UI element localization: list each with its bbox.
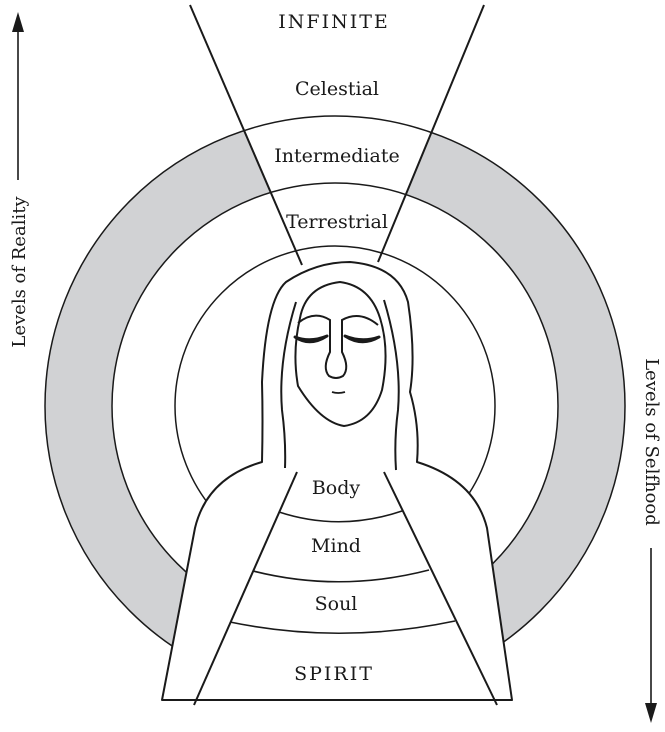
down-arrow-icon bbox=[645, 703, 657, 723]
terrestrial-label: Terrestrial bbox=[286, 211, 388, 233]
celestial-label: Celestial bbox=[295, 78, 379, 100]
spirit-label: SPIRIT bbox=[294, 663, 374, 685]
mouth bbox=[332, 392, 345, 393]
reality-axis: Levels of Reality bbox=[9, 12, 30, 348]
intermediate-label: Intermediate bbox=[274, 145, 399, 167]
reality-axis-label: Levels of Reality bbox=[9, 196, 30, 348]
mind-label: Mind bbox=[311, 535, 361, 557]
infinite-label: INFINITE bbox=[278, 11, 390, 33]
selfhood-axis: Levels of Selfhood bbox=[641, 358, 662, 723]
selfhood-axis-label: Levels of Selfhood bbox=[641, 358, 662, 526]
up-arrow-icon bbox=[12, 12, 24, 32]
body-label: Body bbox=[312, 477, 361, 499]
soul-label: Soul bbox=[315, 593, 358, 615]
